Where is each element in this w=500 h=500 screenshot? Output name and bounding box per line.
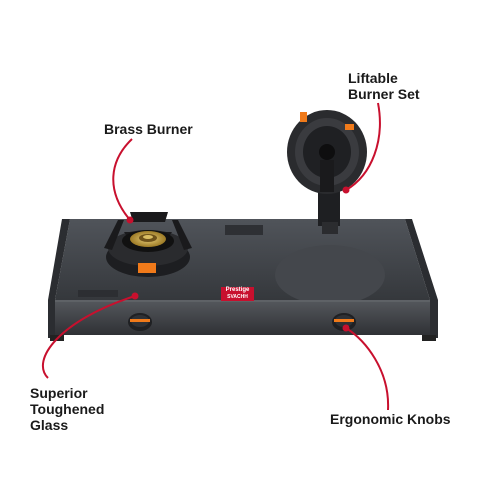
- callout-pointers: [42, 102, 390, 411]
- pointer-liftable: [345, 102, 381, 191]
- callout-liftable-line1: Liftable: [348, 70, 398, 86]
- brass-burner-icon: [104, 212, 192, 277]
- side-rail-left: [48, 219, 70, 338]
- knob-left-icon[interactable]: [128, 313, 152, 331]
- callout-toughened-glass: Superior Toughened Glass: [30, 385, 104, 433]
- left-front-print: [78, 290, 118, 297]
- callout-glass-line3: Glass: [30, 417, 69, 433]
- pointer-knobs: [345, 327, 390, 411]
- leg-right: [422, 335, 436, 341]
- knob-right-icon[interactable]: [332, 313, 356, 331]
- pointer-dots: [126, 186, 350, 332]
- callout-knobs-text: Ergonomic Knobs: [330, 411, 451, 427]
- model-label: SVACHH: [227, 294, 248, 300]
- callout-brass-burner: Brass Burner: [104, 121, 193, 137]
- glass-reflection: [275, 245, 385, 305]
- brand-label: Prestige: [225, 287, 250, 293]
- callout-glass-line1: Superior: [30, 385, 88, 401]
- pointer-glass: [42, 295, 136, 379]
- red-dot-icon: [342, 324, 350, 332]
- spec-plate: [225, 225, 263, 235]
- liftable-burner-icon: [287, 110, 367, 234]
- brand-badge: [221, 287, 254, 301]
- callout-ergonomic-knobs: Ergonomic Knobs: [330, 411, 451, 427]
- gas-stove: [48, 219, 438, 341]
- callout-glass-line2: Toughened: [30, 401, 105, 417]
- side-rail-right: [405, 219, 438, 338]
- red-dot-icon: [131, 292, 139, 300]
- pointer-brass-burner: [112, 138, 133, 221]
- callout-liftable-line2: Burner Set: [348, 86, 420, 102]
- callout-brass-burner-text: Brass Burner: [104, 121, 193, 137]
- red-dot-icon: [342, 186, 350, 194]
- callout-liftable-burner: Liftable Burner Set: [348, 70, 420, 102]
- red-dot-icon: [126, 216, 134, 224]
